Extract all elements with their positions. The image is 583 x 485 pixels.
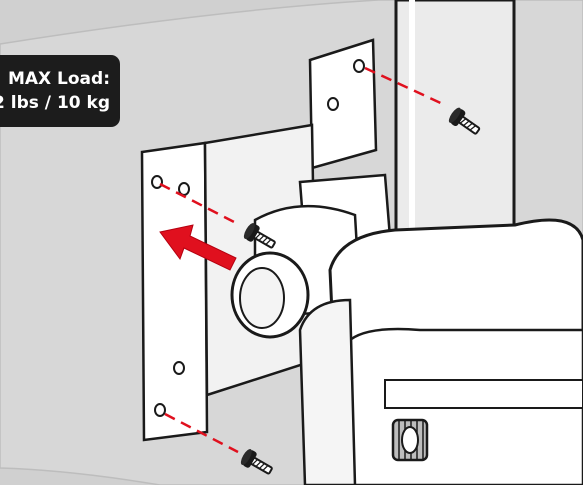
pivot-knob-cap	[239, 267, 285, 329]
knurled-knob	[391, 418, 429, 462]
guide-line-top	[364, 66, 446, 107]
wall-plate	[140, 141, 209, 442]
arrow-left-icon	[159, 224, 237, 271]
plate-hole	[327, 97, 339, 111]
max-load-value: 22 lbs / 10 kg	[0, 93, 110, 113]
plate-hole	[151, 175, 163, 189]
max-load-badge: MAX Load: 22 lbs / 10 kg	[0, 55, 120, 127]
plate-upper-wing	[308, 38, 378, 170]
max-load-title: MAX Load:	[7, 69, 110, 89]
guide-line-middle	[159, 182, 241, 227]
guide-line-bottom	[164, 412, 239, 454]
plate-hole	[353, 59, 365, 73]
clamp-side-panel	[298, 298, 357, 485]
plate-hole	[154, 403, 166, 417]
clamp-bottom-rim	[384, 379, 583, 409]
plate-hole	[173, 361, 185, 375]
